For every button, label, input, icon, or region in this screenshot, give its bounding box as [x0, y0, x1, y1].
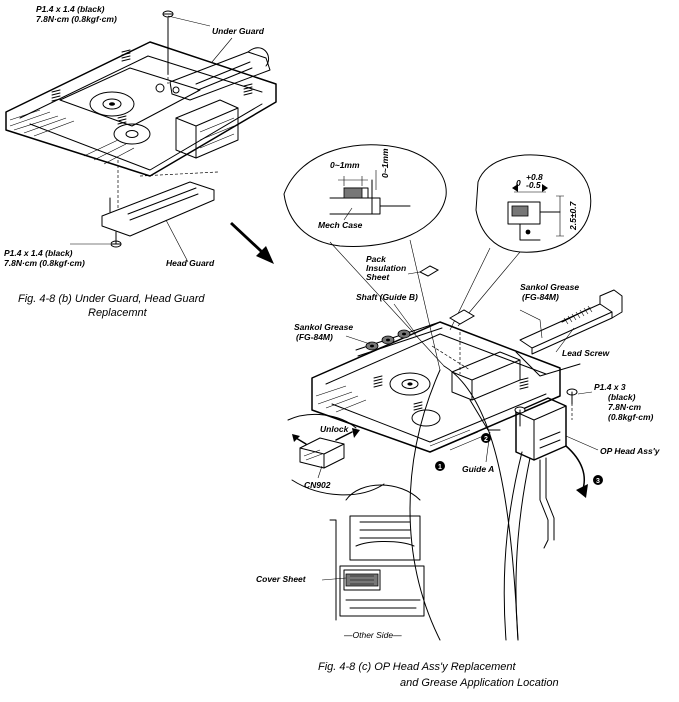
pack-insulation-line1: Pack: [366, 254, 387, 264]
unlock-label: Unlock: [320, 424, 350, 434]
screw-spec-line3: 7.8N·cm: [608, 402, 642, 412]
fig-b-screw-bottom-line1: P1.4 x 1.4 (black): [4, 248, 73, 258]
callout-arc: [409, 369, 441, 641]
fig-c-caption-line2: and Grease Application Location: [400, 677, 559, 689]
mech-case-label: Mech Case: [318, 220, 363, 230]
pack-insulation-line2: Insulation: [366, 263, 406, 273]
dim-gap-label: 0~1mm: [330, 160, 360, 170]
fig-c-mechanism: [311, 321, 588, 641]
fig-c-caption-line1: Fig. 4-8 (c) OP Head Ass'y Replacement: [318, 661, 516, 673]
fig-b-caption-line1: Fig. 4-8 (b) Under Guard, Head Guard: [18, 293, 205, 305]
fig-b-screw-bottom-line2: 7.8N·cm (0.8kgf·cm): [4, 258, 85, 268]
pack-insulation-sheets: [407, 265, 475, 325]
screw-spec-line2: (black): [608, 392, 636, 402]
other-side-view: [321, 484, 425, 621]
step-marker-3: 3: [593, 475, 603, 485]
grease-left-line1: Sankol Grease: [294, 322, 353, 332]
screw-spec-line4: (0.8kgf·cm): [608, 412, 654, 422]
step-marker-1: 1: [435, 461, 445, 471]
lead-screw-detail: [515, 289, 623, 377]
screw-spec-line1: P1.4 x 3: [594, 382, 626, 392]
svg-text:2: 2: [484, 436, 488, 443]
grease-left-leader: [345, 335, 371, 345]
connector-cn902: [287, 414, 385, 496]
tolerance-plus: +0.8: [526, 172, 543, 182]
shaft-guide-b-label: Shaft (Guide B): [356, 292, 418, 302]
fig-b-drawing: [5, 10, 277, 263]
tolerance-zero: 0: [516, 178, 521, 188]
op-head-leader: [565, 435, 599, 451]
other-side-label: —Other Side—: [343, 630, 402, 640]
pack-insulation-line3: Sheet: [366, 272, 390, 282]
grease-right-line1: Sankol Grease: [520, 282, 579, 292]
screw-spec-leader: [577, 391, 593, 395]
guide-a-label: Guide A: [462, 464, 494, 474]
lead-screw-label: Lead Screw: [562, 348, 611, 358]
svg-text:3: 3: [596, 478, 600, 485]
callout-mech-case: [283, 144, 447, 371]
grease-left-line2: (FG-84M): [296, 332, 333, 342]
direction-arrow: [230, 222, 274, 264]
head-guard-label: Head Guard: [166, 258, 215, 268]
fig-b-screw-top-line2: 7.8N·cm (0.8kgf·cm): [36, 14, 117, 24]
under-guard-label: Under Guard: [212, 26, 265, 36]
step-marker-2: 2: [481, 433, 491, 443]
fig-b-screw-top-line1: P1.4 x 1.4 (black): [36, 4, 105, 14]
op-head-label: OP Head Ass'y: [600, 446, 661, 456]
dim-gap-vertical-label: 0~1mm: [380, 148, 390, 178]
cover-sheet-label: Cover Sheet: [256, 574, 307, 584]
shaft-leader: [393, 303, 417, 335]
tolerance-minus: -0.5: [526, 180, 541, 190]
dim-height-label: 2.5±0.7: [568, 200, 578, 231]
fig-b-caption-line2: Replacemnt: [88, 307, 148, 319]
cn902-label: CN902: [304, 480, 331, 490]
svg-text:1: 1: [438, 464, 442, 471]
callout-arc-right: [443, 365, 519, 641]
grease-right-line2: (FG-84M): [522, 292, 559, 302]
